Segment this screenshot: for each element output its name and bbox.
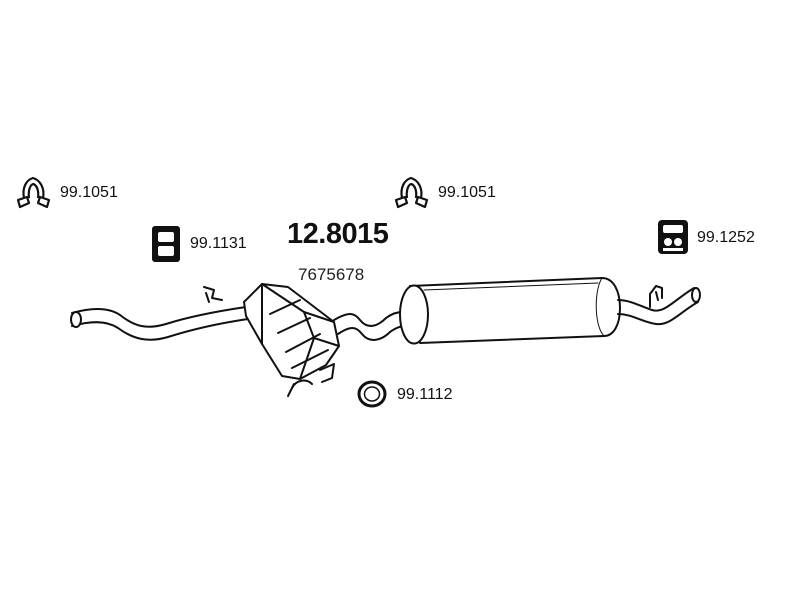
- main-part-number: 12.8015: [287, 218, 389, 250]
- clamp-left-part-number: 99.1051: [60, 184, 118, 201]
- gasket-ring-part-number: 99.1112: [397, 386, 453, 403]
- rubber-hanger-left-part-number: 99.1131: [190, 235, 247, 252]
- gasket-ring-icon: [357, 380, 387, 408]
- tail-pipe: [617, 285, 701, 326]
- rubber-mount-right-part-number: 99.1252: [697, 229, 755, 246]
- front-pipe: [70, 286, 249, 341]
- clamp-right-part-number: 99.1051: [438, 184, 496, 201]
- clamp-icon: [394, 176, 429, 209]
- rubber-mount-icon: [658, 220, 688, 254]
- rubber-hanger-icon: [152, 226, 180, 262]
- clamp-icon: [16, 176, 51, 209]
- rear-muffler: [399, 277, 621, 345]
- front-muffler: [243, 283, 340, 397]
- exhaust-assembly: [70, 277, 701, 397]
- oem-number: 7675678: [298, 265, 365, 284]
